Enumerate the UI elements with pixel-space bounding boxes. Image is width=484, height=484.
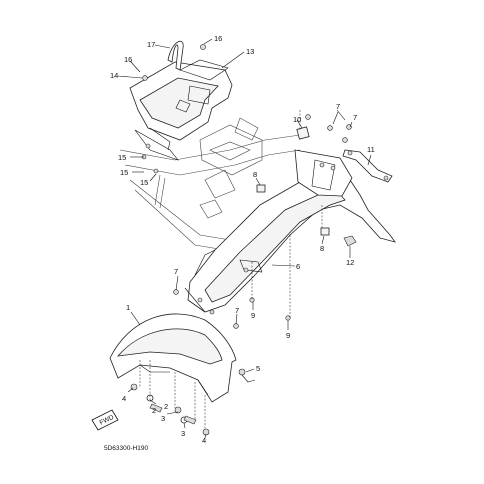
grab-strap [167, 40, 184, 71]
front-fender [109, 313, 256, 403]
callout-7: 7 [353, 113, 357, 122]
callout-17: 17 [147, 40, 155, 49]
callout-11: 11 [367, 145, 375, 154]
callout-7: 7 [336, 102, 340, 111]
callout-4: 4 [122, 394, 126, 403]
callout-9: 9 [251, 311, 255, 320]
leader-lines [117, 38, 372, 439]
callout-6: 6 [296, 262, 300, 271]
fwd-indicator: FWD [91, 409, 119, 431]
callout-3: 3 [161, 414, 165, 423]
callout-15: 15 [118, 153, 126, 162]
callout-13: 13 [246, 47, 254, 56]
tail-light-stay [342, 149, 393, 183]
callout-16: 16 [214, 34, 222, 43]
callout-15: 15 [120, 168, 128, 177]
callout-14: 14 [110, 71, 118, 80]
reference-lines [139, 110, 323, 430]
callout-10: 10 [293, 115, 301, 124]
callout-8: 8 [253, 170, 257, 179]
callout-15: 15 [140, 178, 148, 187]
callout-2: 2 [164, 402, 168, 411]
callout-2: 2 [152, 406, 156, 415]
callout-7: 7 [235, 306, 239, 315]
tail-cowl-assembly [129, 40, 233, 174]
callout-9: 9 [286, 331, 290, 340]
callout-8: 8 [320, 244, 324, 253]
callout-4: 4 [202, 436, 206, 445]
callout-labels: 17 16 13 16 14 15 15 15 10 7 7 11 12 8 8… [110, 34, 375, 445]
callout-3: 3 [181, 429, 185, 438]
callout-1: 1 [126, 303, 130, 312]
callout-7: 7 [174, 267, 178, 276]
rear-fender [184, 149, 396, 315]
callout-5: 5 [256, 364, 260, 373]
fasteners [173, 114, 357, 329]
callout-16: 16 [124, 55, 132, 64]
callout-12: 12 [346, 258, 354, 267]
diagram-code: 5D63300-H190 [104, 445, 148, 452]
frame-outline [119, 117, 301, 251]
front-fender-hardware [130, 383, 210, 436]
